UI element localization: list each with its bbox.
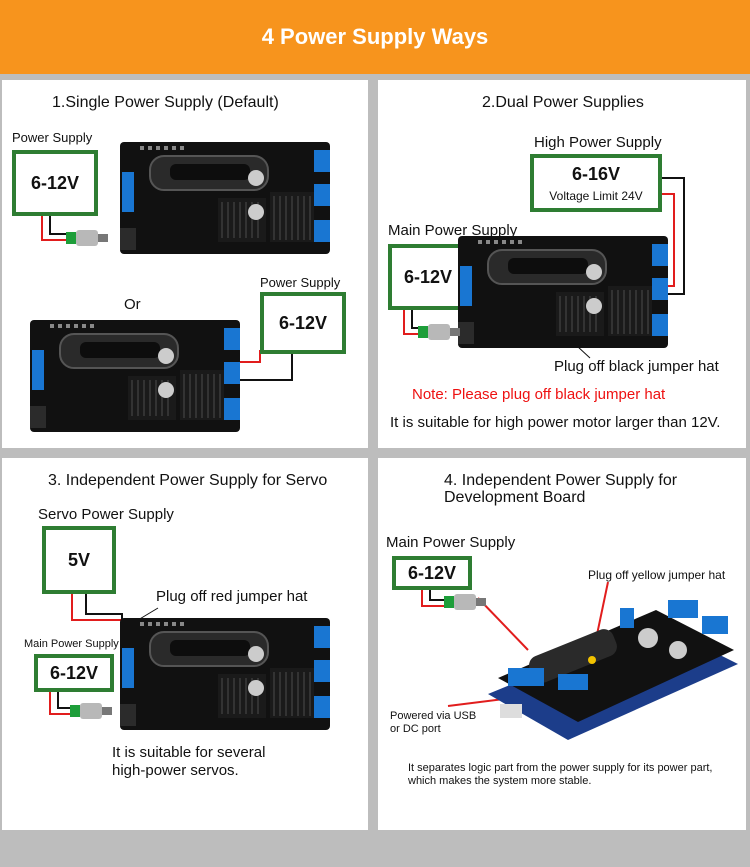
main-power-supply-label: Main Power Supply (388, 222, 518, 239)
power-supply-label: Power Supply (260, 275, 341, 290)
usb-note-line-2: or DC port (390, 723, 441, 735)
panel-title: 1.Single Power Supply (Default) (52, 94, 279, 111)
high-voltage-box: 6-16V Voltage Limit 24V (530, 154, 662, 212)
power-supply-label: Power Supply (12, 130, 93, 145)
suitability-note: It is suitable for high power motor larg… (390, 414, 721, 431)
panel-title: 2.Dual Power Supplies (482, 94, 644, 111)
voltage-value: 6-12V (49, 662, 99, 683)
servo-power-supply-label: Servo Power Supply (38, 506, 174, 523)
usb-note-line-1: Powered via USB (390, 710, 477, 722)
driver-board (458, 236, 669, 349)
jumper-note: Plug off yellow jumper hat (588, 568, 726, 582)
jumper-note: Plug off black jumper hat (554, 358, 719, 375)
voltage-box: 6-12V (12, 150, 98, 216)
main-voltage-box: 6-12V (34, 654, 114, 692)
suitability-line-1: It is suitable for several (112, 744, 266, 761)
panel-single-power-supply: 1.Single Power Supply (Default) Power Su… (2, 80, 368, 448)
or-label: Or (124, 296, 141, 313)
dc-jack (418, 324, 460, 340)
voltage-value: 6-16V (571, 163, 621, 184)
voltage-value: 6-12V (278, 312, 328, 333)
panel-dual-power-supplies: 2.Dual Power Supplies High Power Supply … (378, 80, 746, 448)
dc-jack (66, 230, 108, 246)
main-power-supply-label: Main Power Supply (386, 534, 516, 551)
panel-title-line-1: 4. Independent Power Supply for (444, 472, 678, 489)
main-voltage-box: 6-12V (392, 556, 472, 590)
stacked-boards (488, 600, 738, 740)
servo-voltage-box: 5V (42, 526, 116, 594)
description-line-2: which makes the system more stable. (408, 775, 592, 787)
warning-note: Note: Please plug off black jumper hat (412, 386, 666, 403)
suitability-line-2: high-power servos. (112, 762, 239, 779)
driver-board (30, 320, 241, 433)
panel-servo-power-supply: 3. Independent Power Supply for Servo Se… (2, 458, 368, 830)
driver-board (120, 618, 331, 731)
panel-development-board-supply: 4. Independent Power Supply for Developm… (378, 458, 746, 830)
voltage-limit: Voltage Limit 24V (549, 188, 643, 203)
voltage-value: 5V (67, 549, 91, 570)
main-power-supply-label: Main Power Supply (24, 638, 119, 650)
jumper-note: Plug off red jumper hat (156, 588, 308, 605)
voltage-value: 6-12V (30, 172, 80, 193)
driver-board (120, 142, 331, 255)
panel-title: 3. Independent Power Supply for Servo (48, 472, 328, 489)
high-power-supply-label: High Power Supply (534, 134, 662, 151)
voltage-value: 6-12V (403, 266, 453, 287)
dc-jack (70, 703, 112, 719)
voltage-value: 6-12V (407, 562, 457, 583)
panel-title-line-2: Development Board (444, 489, 586, 506)
voltage-box: 6-12V (260, 292, 346, 354)
description-line-1: It separates logic part from the power s… (408, 762, 713, 774)
wiring (49, 594, 159, 715)
page-title: 4 Power Supply Ways (0, 0, 750, 74)
dc-jack (444, 594, 486, 610)
